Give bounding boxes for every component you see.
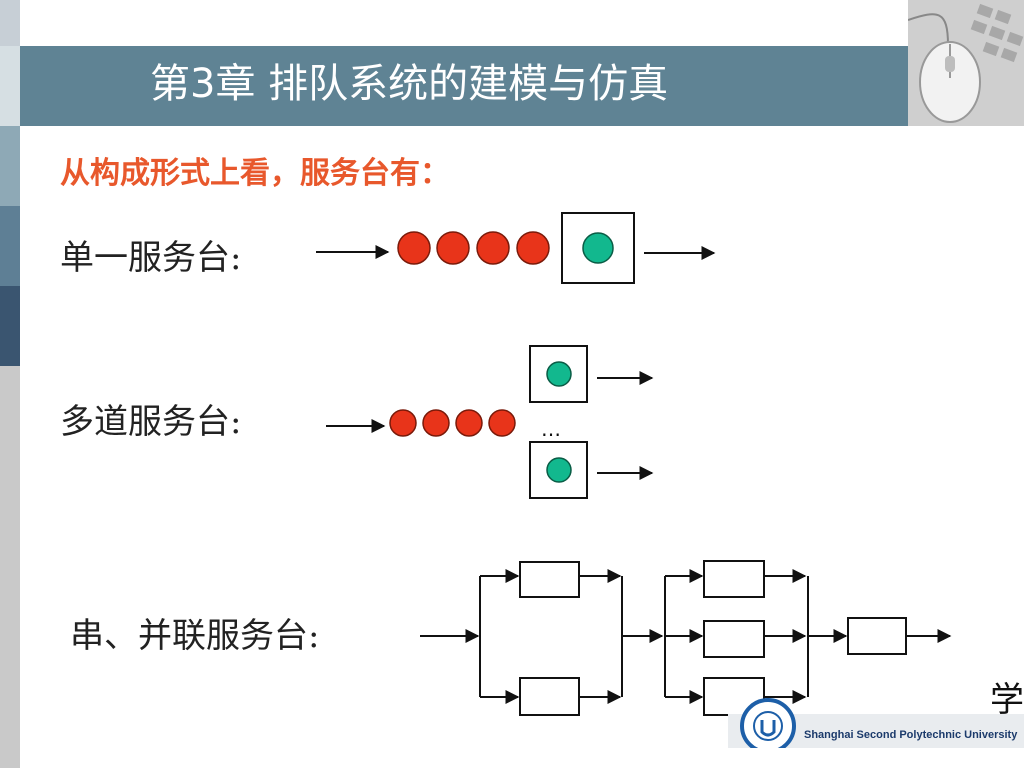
serial-parallel-server-label: 串、并联服务台: [70, 616, 320, 656]
server-customer [582, 232, 614, 264]
server-customer [546, 457, 572, 483]
logo-character: 学 [990, 680, 1024, 720]
ellipsis: … [541, 417, 561, 441]
single-server-label: 单一服务台: [60, 238, 242, 278]
queue-customer [488, 409, 516, 437]
keyboard-mouse-photo [908, 0, 1024, 126]
university-seal-icon [740, 698, 796, 754]
edge-bar-6 [0, 366, 20, 768]
subtitle: 从构成形式上看，服务台有： [60, 156, 450, 191]
university-name: Shanghai Second Polytechnic University [804, 729, 1018, 741]
single-server-diagram [316, 212, 716, 284]
edge-bar-5 [0, 286, 20, 366]
queue-customer [476, 231, 510, 265]
queue-customer [455, 409, 483, 437]
edge-bar-1 [0, 0, 20, 46]
queue-customer [389, 409, 417, 437]
server-customer [546, 361, 572, 387]
university-logo [728, 676, 1024, 754]
queue-customer [397, 231, 431, 265]
queue-customer [436, 231, 470, 265]
title-bar [20, 46, 910, 126]
server-box [519, 677, 580, 716]
edge-bar-2 [0, 46, 20, 126]
multi-server-diagram: … [326, 345, 654, 499]
server-box [519, 561, 580, 598]
edge-bar-4 [0, 206, 20, 286]
server-box [703, 620, 765, 658]
serial-parallel-diagram [420, 560, 952, 716]
queue-customer [422, 409, 450, 437]
queue-customer [516, 231, 550, 265]
server-box [703, 560, 765, 598]
slide-title: 第3章 排队系统的建模与仿真 [150, 61, 669, 107]
server-box [847, 617, 907, 655]
edge-bar-3 [0, 126, 20, 206]
multi-server-label: 多道服务台: [60, 402, 242, 442]
